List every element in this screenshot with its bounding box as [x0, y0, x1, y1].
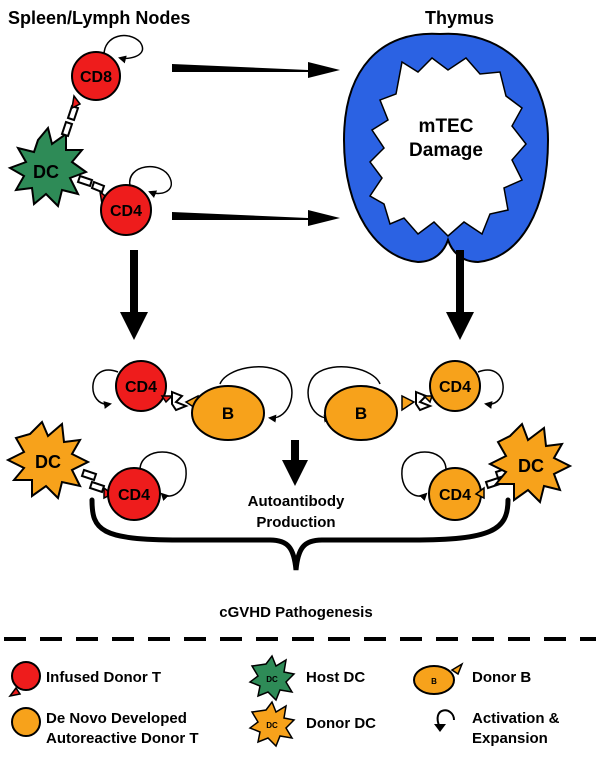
legend-icon-host-dc	[248, 654, 296, 702]
legend-host-dc: DC Host DC	[248, 654, 365, 702]
host-dc-cell: DC	[7, 125, 89, 208]
legend-icon-donor-dc	[248, 700, 296, 748]
pathogenesis-label: cGVHD Pathogenesis	[219, 604, 372, 621]
b-label-right: B	[355, 404, 367, 423]
title-thymus: Thymus	[425, 8, 494, 28]
autoantibody-label: Autoantibody	[248, 493, 345, 510]
legend-label-donor-dc: Donor DC	[306, 715, 376, 732]
donor-dc-label-right: DC	[518, 456, 544, 476]
cd8-label: CD8	[80, 69, 112, 86]
legend-donor-b: B Donor B	[413, 662, 531, 695]
donor-b-cell-right: B	[307, 366, 416, 441]
cd4-label-top: CD4	[110, 203, 142, 220]
bracket-brace	[89, 497, 511, 571]
legend-activation-expansion: Activation & Expansion	[434, 709, 560, 747]
synapse-cd4-b-left	[171, 390, 189, 412]
arrow-cd8-to-thymus	[172, 62, 340, 78]
legend-icon-activation-arrow	[436, 709, 455, 729]
legend-icon-donor-dc-text: DC	[266, 721, 278, 730]
infused-cd8-cell: CD8	[71, 34, 144, 110]
synapse-dc-cd4-bottom-left	[80, 468, 106, 494]
cd4-label-middle-right: CD4	[439, 379, 471, 396]
arrow-to-autoantibody	[282, 440, 308, 486]
donor-dc-label-left: DC	[35, 452, 61, 472]
legend-label-infused: Infused Donor T	[46, 669, 161, 686]
arrow-cd4-to-thymus	[172, 210, 340, 226]
legend-label-activation-line2: Expansion	[472, 730, 548, 747]
legend-label-denovo-line2: Autoreactive Donor T	[46, 730, 199, 747]
synapse-b-cd4-right	[415, 390, 433, 412]
legend-infused-donor-t: Infused Donor T	[8, 661, 161, 698]
thymus-organ: mTEC Damage	[342, 32, 550, 264]
legend-icon-host-dc-text: DC	[266, 675, 278, 684]
production-label: Production	[256, 514, 335, 531]
host-dc-label: DC	[33, 162, 59, 182]
arrow-down-left	[120, 250, 148, 340]
cd4-label-middle-left: CD4	[125, 379, 157, 396]
cd4-label-bottom-right: CD4	[439, 487, 471, 504]
denovo-cd4-cell-middle: CD4	[422, 360, 504, 412]
legend-label-donor-b: Donor B	[472, 669, 531, 686]
infused-cd4-cell-middle: CD4	[92, 360, 174, 412]
cd4-label-bottom-left: CD4	[118, 487, 150, 504]
synapse-dc-cd8	[60, 104, 80, 138]
legend-label-denovo-line1: De Novo Developed	[46, 710, 187, 727]
thymus-label-mtec: mTEC	[419, 116, 474, 137]
donor-dc-cell-left: DC	[5, 420, 91, 500]
title-spleen-lymph-nodes: Spleen/Lymph Nodes	[8, 8, 190, 28]
legend-label-activation-line1: Activation &	[472, 710, 560, 727]
legend-icon-denovo-t	[11, 707, 41, 737]
arrow-down-right	[446, 250, 474, 340]
legend-icon-donor-b	[413, 665, 455, 695]
legend-icon-infused-t	[11, 661, 41, 691]
infused-cd4-cell-top: CD4	[98, 165, 173, 236]
donor-dc-cell-right: DC	[487, 422, 573, 504]
legend-denovo-donor-t: De Novo Developed Autoreactive Donor T	[11, 707, 199, 747]
legend-donor-dc: DC Donor DC	[248, 700, 376, 748]
thymus-label-damage: Damage	[409, 140, 483, 161]
infused-cd4-cell-bottom: CD4	[103, 451, 187, 521]
synapse-dc-cd4	[76, 174, 106, 194]
legend-label-host-dc: Host DC	[306, 669, 365, 686]
donor-b-cell-left: B	[184, 366, 293, 441]
b-label-left: B	[222, 404, 234, 423]
denovo-cd4-cell-bottom: CD4	[401, 451, 485, 521]
legend-icon-b-text: B	[431, 677, 437, 686]
